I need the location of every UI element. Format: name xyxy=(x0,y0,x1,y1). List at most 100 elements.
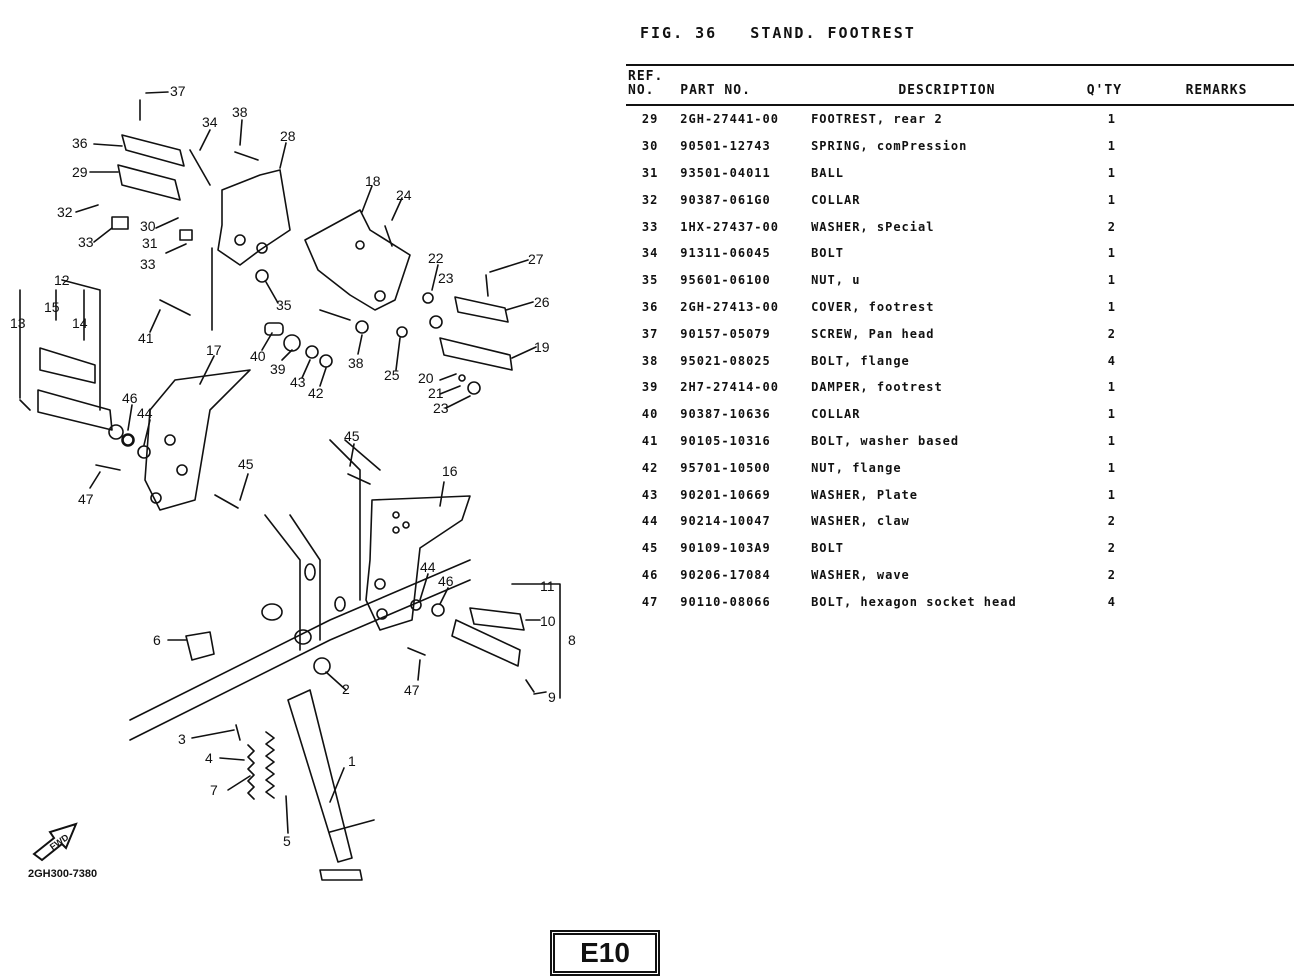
qty-cell: 1 xyxy=(1107,487,1116,502)
ref-no-cell: 37 xyxy=(641,326,659,341)
callout-label: 45 xyxy=(238,456,254,472)
callout-label: 6 xyxy=(153,632,161,648)
callout-label: 17 xyxy=(206,342,222,358)
description-cell: DAMPER, footrest xyxy=(811,380,943,395)
description-cell: BOLT, flange xyxy=(811,353,910,368)
table-row: 33 1HX-27437-00 WASHER, sPecial 2 xyxy=(626,213,1294,240)
callout-label: 27 xyxy=(528,251,544,267)
remarks-cell xyxy=(1139,588,1294,615)
remarks-cell xyxy=(1139,133,1294,160)
description-cell: WASHER, claw xyxy=(811,514,910,529)
callout-label: 40 xyxy=(250,348,266,364)
ref-no-cell: 44 xyxy=(641,514,659,529)
qty-cell: 1 xyxy=(1107,273,1116,288)
remarks-cell xyxy=(1139,213,1294,240)
callout-label: 23 xyxy=(438,270,454,286)
callout-label: 47 xyxy=(404,682,420,698)
parts-table: REF. NO. PART NO. DESCRIPTION Q'TY REMAR… xyxy=(626,64,1294,615)
callout-label: 34 xyxy=(202,114,218,130)
drawing-code: 2GH300-7380 xyxy=(28,868,98,880)
callout-label: 20 xyxy=(418,370,434,386)
callout-label: 45 xyxy=(344,428,360,444)
callout-label: 46 xyxy=(438,573,454,589)
remarks-cell xyxy=(1139,320,1294,347)
callout-label: 8 xyxy=(568,632,576,648)
qty-cell: 2 xyxy=(1107,326,1116,341)
figure-title: FIG. 36 STAND. FOOTREST xyxy=(640,24,916,42)
ref-no-cell: 34 xyxy=(641,246,659,261)
qty-cell: 1 xyxy=(1107,433,1116,448)
callout-label: 33 xyxy=(140,256,156,272)
description-cell: WASHER, Plate xyxy=(811,487,918,502)
exploded-parts-diagram: FWD 1 2 3 4 5 6 7 8 9 10 11 12 13 14 15 … xyxy=(10,83,576,881)
part-no-cell: 90157-05079 xyxy=(680,326,771,341)
callout-label: 38 xyxy=(232,104,248,120)
part-no-cell: 95021-08025 xyxy=(680,353,771,368)
ref-no-cell: 35 xyxy=(641,273,659,288)
callout-label: 23 xyxy=(433,400,449,416)
ref-no-cell: 33 xyxy=(641,219,659,234)
fwd-arrow-icon: FWD xyxy=(32,822,78,862)
callout-label: 11 xyxy=(540,578,555,594)
header-ref-line2: NO. xyxy=(628,83,655,98)
callout-label: 33 xyxy=(78,234,94,250)
part-no-cell: 90214-10047 xyxy=(680,514,771,529)
callout-label: 5 xyxy=(283,833,291,849)
callout-label: 3 xyxy=(178,731,186,747)
callout-label: 10 xyxy=(540,613,556,629)
qty-cell: 1 xyxy=(1107,139,1116,154)
description-cell: WASHER, wave xyxy=(811,567,910,582)
remarks-cell xyxy=(1139,374,1294,401)
callout-label: 1 xyxy=(348,753,356,769)
remarks-cell xyxy=(1139,105,1294,133)
remarks-cell xyxy=(1139,294,1294,321)
callout-label: 12 xyxy=(54,272,70,288)
ref-no-cell: 46 xyxy=(641,567,659,582)
qty-cell: 1 xyxy=(1107,112,1116,127)
ref-no-cell: 42 xyxy=(641,460,659,475)
part-no-cell: 90201-10669 xyxy=(680,487,771,502)
callout-label: 44 xyxy=(420,559,436,575)
part-no-cell: 1HX-27437-00 xyxy=(680,219,779,234)
description-cell: NUT, u xyxy=(811,273,861,288)
callout-label: 25 xyxy=(384,367,400,383)
description-cell: BOLT, hexagon socket head xyxy=(811,594,1017,609)
remarks-cell xyxy=(1139,428,1294,455)
header-qty: Q'TY xyxy=(1084,65,1140,106)
callout-label: 28 xyxy=(280,128,296,144)
remarks-cell xyxy=(1139,401,1294,428)
callout-label: 36 xyxy=(72,135,88,151)
part-no-cell: 90501-12743 xyxy=(680,139,771,154)
description-cell: SCREW, Pan head xyxy=(811,326,935,341)
callout-label: 2 xyxy=(342,681,350,697)
header-ref-no: REF. NO. xyxy=(626,65,675,106)
callout-label: 47 xyxy=(78,491,94,507)
description-cell: WASHER, sPecial xyxy=(811,219,935,234)
callout-label: 9 xyxy=(548,689,556,705)
callout-label: 41 xyxy=(138,330,154,346)
qty-cell: 2 xyxy=(1107,219,1116,234)
table-row: 37 90157-05079 SCREW, Pan head 2 xyxy=(626,320,1294,347)
callout-label: 7 xyxy=(210,782,218,798)
part-no-cell: 90387-061G0 xyxy=(680,192,771,207)
callout-label: 32 xyxy=(57,204,73,220)
callout-label: 4 xyxy=(205,750,213,766)
parts-table-header: REF. NO. PART NO. DESCRIPTION Q'TY REMAR… xyxy=(626,65,1294,106)
part-no-cell: 90206-17084 xyxy=(680,567,771,582)
remarks-cell xyxy=(1139,481,1294,508)
part-no-cell: 2GH-27413-00 xyxy=(680,299,779,314)
part-no-cell: 90109-103A9 xyxy=(680,541,771,556)
remarks-cell xyxy=(1139,267,1294,294)
ref-no-cell: 45 xyxy=(641,541,659,556)
